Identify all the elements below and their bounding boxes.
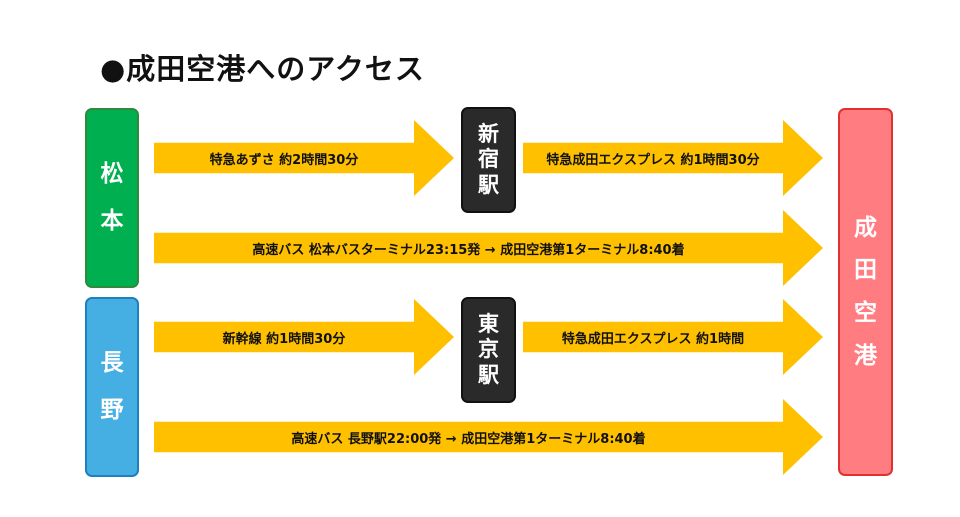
destination-char: 成	[854, 214, 877, 241]
destination-char: 空	[854, 300, 877, 326]
page-title: ●成田空港へのアクセス	[100, 52, 425, 86]
route-arrow-tokyo-narita: 特急成田エクスプレス 約1時間	[523, 299, 823, 375]
route-label: 特急あずさ 約2時間30分	[209, 152, 359, 168]
route-label: 特急成田エクスプレス 約1時間	[561, 331, 745, 347]
destination-narita-box: 成 田 空 港	[838, 108, 893, 476]
origin-matsumoto-char: 松	[100, 161, 124, 188]
station-tokyo-char: 東	[478, 312, 499, 337]
destination-char: 港	[854, 342, 877, 369]
route-arrow-matsumoto-bus: 高速バス 松本バスターミナル23:15発 → 成田空港第1ターミナル8:40着	[154, 210, 823, 286]
origin-nagano-char: 長	[100, 350, 124, 377]
route-label: 新幹線 約1時間30分	[222, 331, 346, 347]
route-arrow-nagano-tokyo: 新幹線 約1時間30分	[154, 299, 454, 375]
route-label: 高速バス 松本バスターミナル23:15発 → 成田空港第1ターミナル8:40着	[252, 242, 685, 258]
station-tokyo-char: 京	[478, 337, 499, 362]
station-tokyo-char: 駅	[478, 362, 499, 387]
station-shinjuku-box: 新 宿 駅	[461, 107, 516, 213]
destination-char: 田	[854, 257, 877, 284]
route-arrow-matsumoto-shinjuku: 特急あずさ 約2時間30分	[154, 120, 454, 196]
origin-matsumoto-char: 本	[100, 208, 124, 234]
station-shinjuku-char: 新	[478, 122, 499, 147]
route-arrow-shinjuku-narita: 特急成田エクスプレス 約1時間30分	[523, 120, 823, 196]
station-shinjuku-char: 宿	[478, 147, 499, 172]
route-label: 高速バス 長野駅22:00発 → 成田空港第1ターミナル8:40着	[291, 431, 646, 447]
origin-nagano-char: 野	[100, 397, 124, 423]
station-tokyo-box: 東 京 駅	[461, 297, 516, 403]
station-shinjuku-char: 駅	[478, 172, 499, 197]
origin-nagano-box: 長 野	[85, 297, 139, 477]
route-arrow-nagano-bus: 高速バス 長野駅22:00発 → 成田空港第1ターミナル8:40着	[154, 399, 823, 475]
route-label: 特急成田エクスプレス 約1時間30分	[546, 152, 760, 168]
origin-matsumoto-box: 松 本	[85, 108, 139, 288]
